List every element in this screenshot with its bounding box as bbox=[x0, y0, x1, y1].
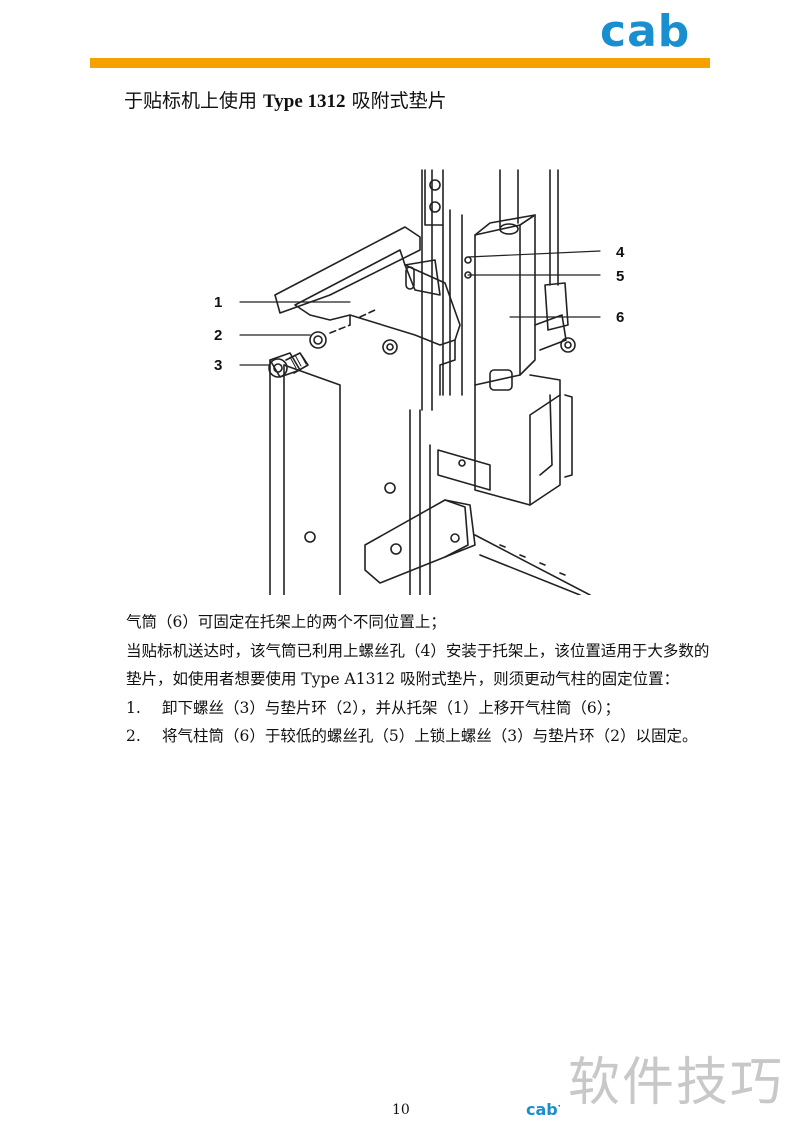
callout-2: 2 bbox=[214, 327, 222, 344]
callout-6: 6 bbox=[616, 309, 624, 326]
body-text: 气筒（6）可固定在托架上的两个不同位置上； 当贴标机送达时，该气筒已利用上螺丝孔… bbox=[126, 608, 716, 751]
callout-labels: 1 2 3 4 5 6 bbox=[214, 244, 625, 374]
header-rule bbox=[90, 58, 710, 68]
paragraph-detail: 当贴标机送达时，该气筒已利用上螺丝孔（4）安装于托架上，该位置适用于大多数的垫片… bbox=[126, 641, 710, 689]
list-number: 2. bbox=[126, 727, 141, 745]
mounting-figure: 1 2 3 4 5 6 bbox=[200, 165, 640, 596]
heading-model: Type 1312 bbox=[263, 91, 346, 112]
heading-suffix: 吸附式垫片 bbox=[345, 90, 447, 112]
list-text: 将气柱筒（6）于较低的螺丝孔（5）上锁上螺丝（3）与垫片环（2）以固定。 bbox=[162, 727, 698, 745]
callout-5: 5 bbox=[616, 268, 624, 285]
footer-logo-mark: · bbox=[557, 1101, 561, 1111]
callout-4: 4 bbox=[616, 244, 625, 261]
cab-logo: cab bbox=[600, 6, 691, 57]
list-item: 1. 卸下螺丝（3）与垫片环（2），并从托架（1）上移开气柱筒（6）； bbox=[126, 694, 716, 723]
list-number: 1. bbox=[126, 698, 141, 717]
footer-logo: cab· bbox=[526, 1100, 561, 1119]
list-item: 2. 将气柱筒（6）于较低的螺丝孔（5）上锁上螺丝（3）与垫片环（2）以固定。 bbox=[126, 722, 716, 751]
callout-3: 3 bbox=[214, 357, 222, 374]
page-number: 10 bbox=[392, 1102, 410, 1118]
watermark: 软件技巧 bbox=[568, 1053, 785, 1113]
footer-logo-text: cab bbox=[526, 1100, 558, 1119]
list-text: 卸下螺丝（3）与垫片环（2），并从托架（1）上移开气柱筒（6）； bbox=[162, 698, 620, 717]
paragraph-intro: 气筒（6）可固定在托架上的两个不同位置上； bbox=[126, 613, 446, 631]
callout-1: 1 bbox=[214, 294, 222, 311]
callout-leaders bbox=[239, 250, 601, 366]
page-heading: 于贴标机上使用 Type 1312 吸附式垫片 bbox=[124, 86, 447, 113]
heading-prefix: 于贴标机上使用 bbox=[124, 90, 264, 112]
figure-drawing bbox=[268, 169, 591, 596]
